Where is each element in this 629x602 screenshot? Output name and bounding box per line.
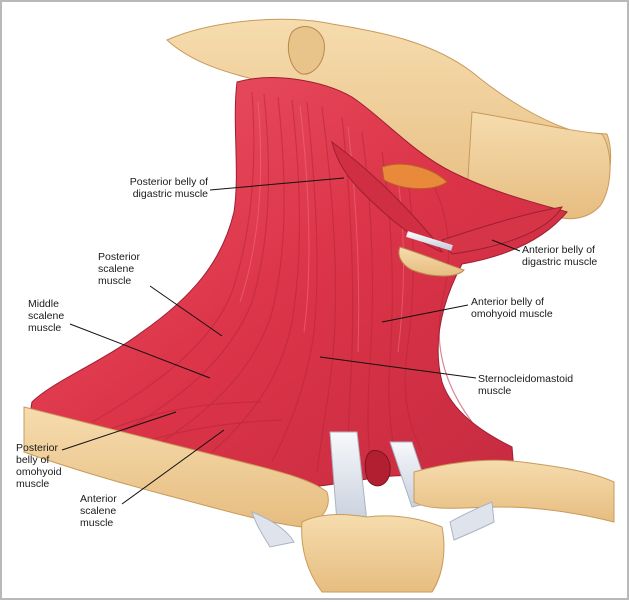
leader-posterior-omohyoid [61,411,177,451]
digastric-tendon [406,231,453,251]
leader-sternocleidomastoid [319,356,477,379]
leader-anterior-scalene [121,429,225,505]
costal-cartilage-right [449,501,495,541]
leader-middle-scalene [69,323,211,379]
hyoid-bone [398,246,465,277]
clavicle-right [413,459,615,523]
leader-anterior-omohyoid [381,304,469,323]
sternum [301,514,445,593]
label-posterior-digastric: Posterior belly of digastric muscle [129,176,208,200]
submandibular-gland [381,163,448,190]
costal-cartilage-left [251,511,295,548]
digastric-anterior-belly [441,206,563,255]
label-sternocleidomastoid: Sternocleidomastoid muscle [478,373,574,397]
label-posterior-scalene: Posterior scalene muscle [98,251,141,287]
label-posterior-omohyoid: Posterior belly of omohyoid muscle [16,442,62,490]
label-anterior-omohyoid: Anterior belly of omohyoid muscle [471,296,553,320]
vessel [364,449,391,487]
label-anterior-digastric: Anterior belly of digastric muscle [522,244,598,268]
leader-anterior-digastric [491,239,521,252]
leader-posterior-scalene [149,285,223,337]
ear-structure [287,26,325,75]
leader-lines [61,177,521,505]
label-anterior-scalene: Anterior scalene muscle [80,493,117,529]
leader-posterior-digastric [209,177,345,191]
label-middle-scalene: Middle scalene muscle [28,298,65,334]
